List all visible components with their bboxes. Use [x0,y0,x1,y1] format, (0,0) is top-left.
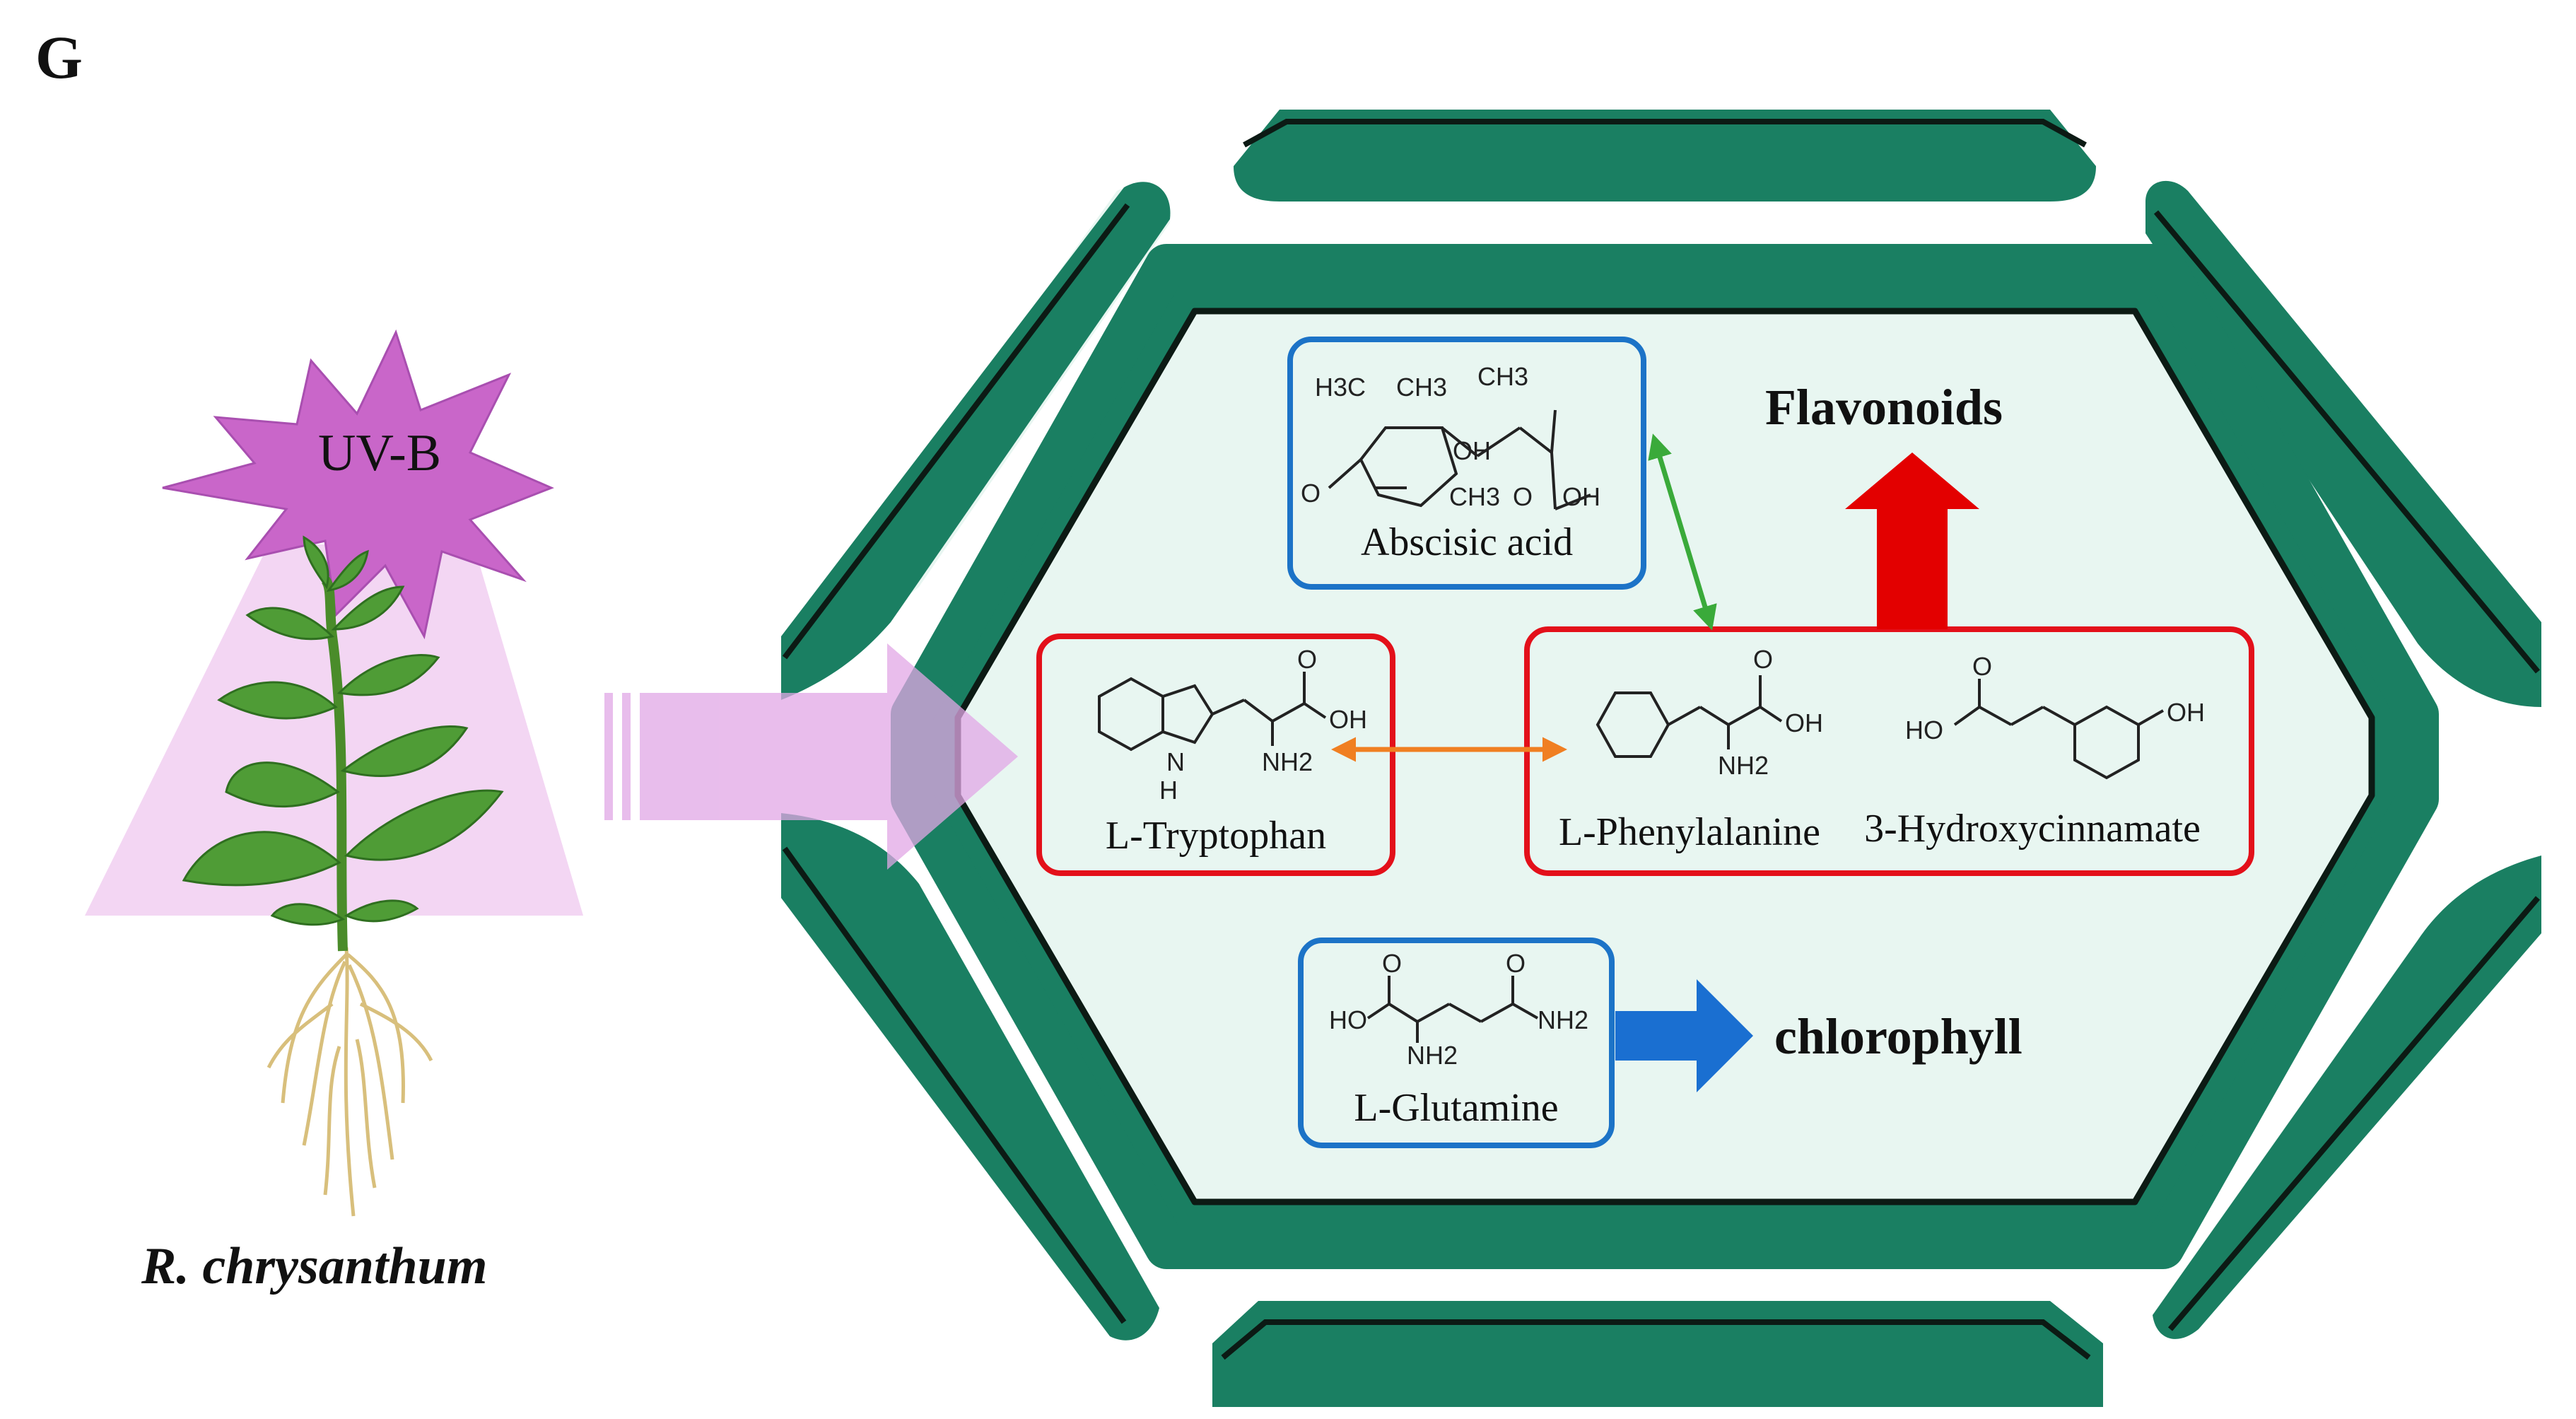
abscisic-acid-label: Abscisic acid [1361,520,1573,564]
tryptophan-label: L-Tryptophan [1106,814,1326,858]
svg-text:O: O [1301,479,1321,508]
hydroxycinnamate-label: 3-Hydroxycinnamate [1864,807,2201,851]
uv-to-cell-arrow [604,643,1018,870]
plant-illustration: R. chrysanthum [141,535,504,1295]
svg-text:OH: OH [1453,436,1491,465]
uv-star-burst [162,329,554,640]
svg-text:O: O [1382,949,1402,978]
abscisic-acid-box [1287,337,1646,590]
svg-text:NH2: NH2 [1718,751,1769,780]
chlorophyll-arrow [1615,979,1753,1092]
flavonoids-arrow [1845,452,1979,629]
svg-text:CH3: CH3 [1396,373,1447,402]
svg-text:OH: OH [1785,708,1823,737]
leaves [182,535,504,926]
svg-text:NH2: NH2 [1407,1041,1458,1070]
hydroxycinnamate-structure: HO O OH [1905,652,2205,780]
svg-text:OH: OH [2167,698,2205,727]
uv-b-label: UV-B [318,424,441,482]
abscisic-acid-structure: H3C CH3 CH3 OH CH3 O O OH [1301,362,1600,511]
glutamine-label: L-Glutamine [1354,1086,1558,1130]
phenylalanine-structure: O OH NH2 [1596,645,1823,780]
glutamine-box [1298,938,1615,1148]
svg-text:H3C: H3C [1315,373,1366,402]
tryptophan-structure: O OH NH2 N H [1098,645,1367,805]
svg-text:NH2: NH2 [1262,747,1313,776]
svg-text:O: O [1513,482,1533,511]
svg-text:H: H [1159,776,1178,805]
abscisic-phenylalanine-arrow [1648,433,1717,631]
root-system [267,947,433,1217]
glutamine-structure: HO O NH2 O NH2 [1329,949,1588,1070]
species-label: R. chrysanthum [141,1237,487,1295]
svg-text:N: N [1166,747,1185,776]
neighbor-wall-right-upper [2145,180,2541,708]
chlorophyll-label: chlorophyll [1774,1008,2022,1065]
svg-text:CH3: CH3 [1477,362,1528,391]
neighbor-wall-bottom [1212,1301,2103,1407]
svg-text:O: O [1753,645,1773,674]
neighbor-wall-right-lower [2153,856,2541,1339]
svg-text:O: O [1297,645,1317,674]
neighbor-wall-left-lower [781,813,1159,1341]
plant-stem [321,576,348,952]
svg-text:O: O [1506,949,1526,978]
flavonoids-label: Flavonoids [1765,379,2003,436]
svg-text:OH: OH [1562,482,1600,511]
svg-text:NH2: NH2 [1538,1005,1588,1034]
panel-label: G [35,23,83,91]
svg-text:CH3: CH3 [1449,482,1500,511]
svg-text:O: O [1972,652,1992,681]
neighbor-wall-top [1234,110,2096,202]
phenylalanine-label: L-Phenylalanine [1559,810,1820,854]
svg-text:HO: HO [1905,716,1943,744]
svg-text:HO: HO [1329,1005,1367,1034]
svg-text:OH: OH [1329,705,1367,734]
